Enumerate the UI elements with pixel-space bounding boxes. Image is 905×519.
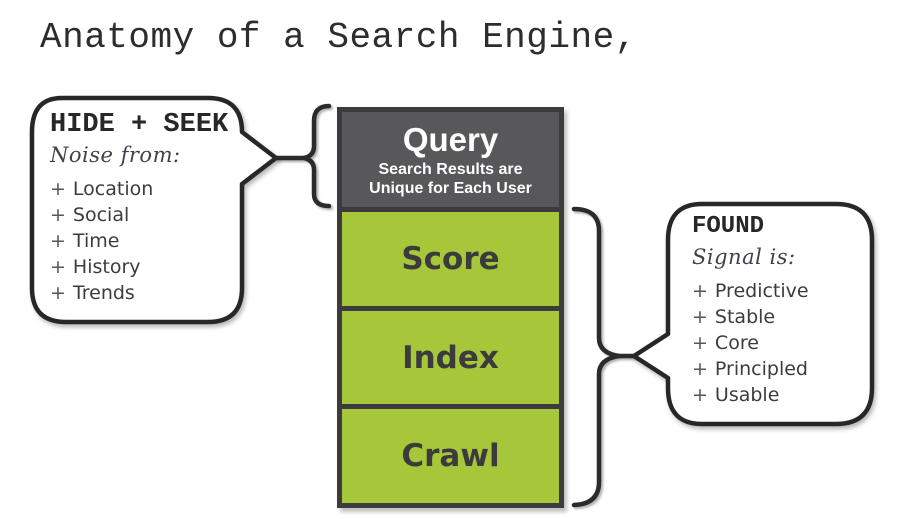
left-brace-connector bbox=[273, 103, 332, 209]
search-engine-stack: Query Search Results are Unique for Each… bbox=[337, 107, 564, 508]
plus-bullet: + bbox=[50, 204, 66, 226]
list-item-label: Trends bbox=[72, 282, 135, 304]
plus-bullet: + bbox=[692, 332, 708, 354]
left-speech-bubble bbox=[29, 95, 279, 325]
left-speech-bubble-outline bbox=[29, 95, 279, 325]
page-title: Anatomy of a Search Engine, bbox=[40, 17, 637, 58]
stack-layer-index: Index bbox=[342, 310, 559, 405]
query-subtitle-line2: Unique for Each User bbox=[369, 179, 532, 197]
list-item: + Time bbox=[50, 228, 240, 254]
right-speech-bubble bbox=[631, 201, 875, 427]
list-item-label: Principled bbox=[714, 358, 808, 380]
right-bubble-subheading: Signal is: bbox=[692, 245, 796, 269]
list-item-label: Predictive bbox=[714, 280, 809, 302]
list-item-label: Location bbox=[72, 178, 154, 200]
plus-bullet: + bbox=[692, 358, 708, 380]
plus-bullet: + bbox=[692, 306, 708, 328]
plus-bullet: + bbox=[692, 384, 708, 406]
query-subtitle: Search Results are Unique for Each User bbox=[369, 160, 532, 198]
left-bubble-content: HIDE + SEEK Noise from: + Location + Socia… bbox=[50, 110, 240, 306]
right-brace-curve bbox=[571, 206, 622, 508]
query-subtitle-line1: Search Results are bbox=[378, 160, 523, 178]
list-item-label: Usable bbox=[714, 384, 780, 406]
left-bubble-heading: HIDE + SEEK bbox=[50, 110, 229, 140]
list-item: + Core bbox=[692, 330, 862, 356]
plus-bullet: + bbox=[50, 178, 66, 200]
right-bubble-heading: FOUND bbox=[692, 213, 765, 240]
left-bubble-list: + Location + Social + Time + History + Trends bbox=[50, 176, 240, 306]
right-bubble-list: + Predictive + Stable + Core + Principled + U… bbox=[692, 278, 862, 408]
list-item: + Principled bbox=[692, 356, 862, 382]
right-bubble-content: FOUND Signal is: + Predictive + Stable + Co… bbox=[692, 212, 862, 408]
list-item: + Usable bbox=[692, 382, 862, 408]
list-item: + Predictive bbox=[692, 278, 862, 304]
plus-bullet: + bbox=[50, 256, 66, 278]
list-item-label: History bbox=[72, 256, 141, 278]
stack-layer-query: Query Search Results are Unique for Each… bbox=[342, 112, 559, 207]
stack-layer-crawl: Crawl bbox=[342, 409, 559, 504]
list-item: + Location bbox=[50, 176, 240, 202]
list-item-label: Time bbox=[72, 230, 120, 252]
list-item: + Social bbox=[50, 202, 240, 228]
right-speech-bubble-outline bbox=[631, 201, 875, 427]
query-label: Query bbox=[402, 120, 499, 158]
list-item-label: Social bbox=[72, 204, 130, 226]
left-bubble-subheading: Noise from: bbox=[50, 143, 181, 167]
list-item-label: Stable bbox=[714, 306, 776, 328]
plus-bullet: + bbox=[50, 282, 66, 304]
stack-layer-score: Score bbox=[342, 212, 559, 306]
left-brace-curve bbox=[301, 103, 332, 209]
plus-bullet: + bbox=[692, 280, 708, 302]
list-item: + Stable bbox=[692, 304, 862, 330]
list-item-label: Core bbox=[714, 332, 759, 354]
list-item: + History bbox=[50, 254, 240, 280]
list-item: + Trends bbox=[50, 280, 240, 306]
plus-bullet: + bbox=[50, 230, 66, 252]
